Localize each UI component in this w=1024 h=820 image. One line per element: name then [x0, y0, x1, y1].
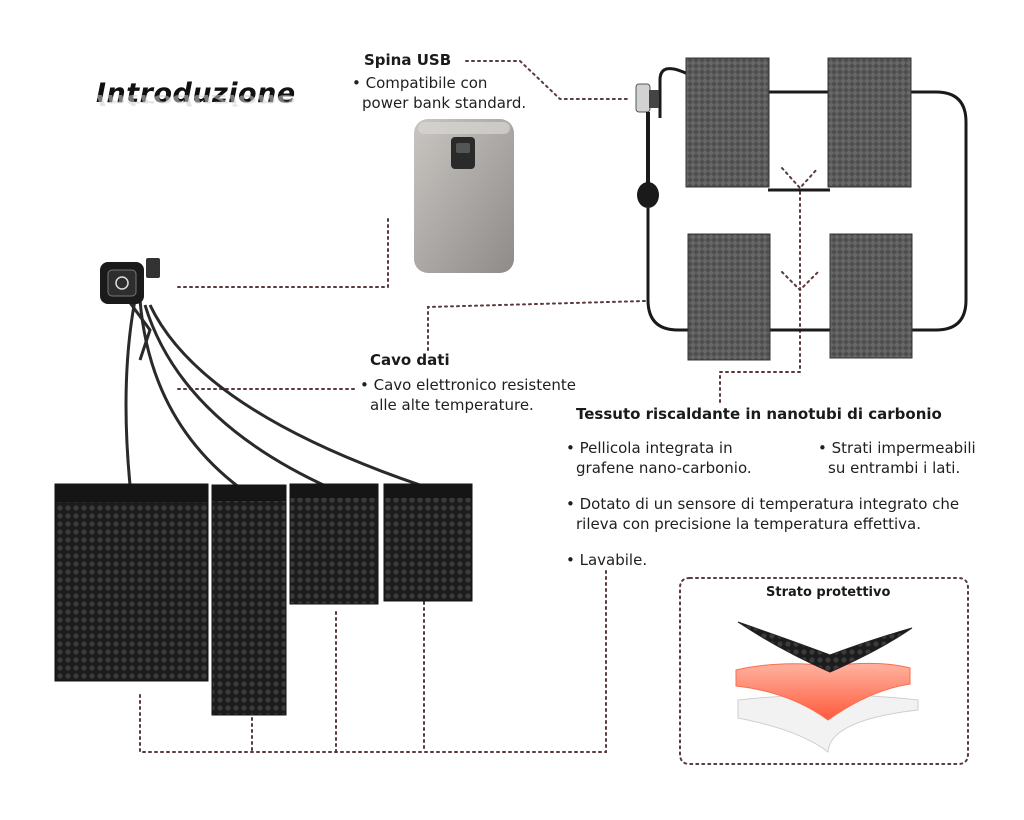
usb-heading: Spina USB [364, 51, 452, 69]
usb-line-1: Compatibile con [352, 74, 487, 92]
fabric-bullet-3-line-1: Dotato di un sensore di temperatura inte… [566, 495, 959, 513]
cable-line-1: Cavo elettronico resistente [360, 376, 576, 394]
fabric-heading: Tessuto riscaldante in nanotubi di carbo… [576, 405, 942, 423]
heating-pads-set-icon [54, 258, 473, 716]
protective-layer-heading: Strato protettivo [766, 585, 891, 600]
heating-pads-kit-icon [635, 57, 968, 361]
leader-lines [139, 60, 969, 765]
cable-line-2: alle alte temperature. [370, 396, 534, 414]
power-bank-icon [414, 119, 514, 273]
fabric-bullet-3: Dotato di un sensore di temperatura inte… [566, 494, 1006, 534]
fabric-bullet-1: Pellicola integrata in grafene nano-carb… [566, 438, 786, 478]
cable-description: Cavo elettronico resistente alle alte te… [360, 375, 600, 415]
fabric-bullet-2: Strati impermeabili su entrambi i lati. [818, 438, 998, 478]
fabric-bullet-4: Lavabile. [566, 550, 647, 570]
usb-description: Compatibile con power bank standard. [352, 73, 552, 113]
fabric-bullet-2-line-2: su entrambi i lati. [828, 459, 961, 477]
page-title-reflection: Introduzione [96, 90, 296, 108]
fabric-bullet-4-text: Lavabile. [566, 551, 647, 569]
page-title: Introduzione [96, 78, 296, 109]
fabric-bullet-1-line-2: grafene nano-carbonio. [576, 459, 752, 477]
usb-line-2: power bank standard. [362, 94, 527, 112]
fabric-bullet-3-line-2: rileva con precisione la temperatura eff… [576, 515, 921, 533]
fabric-bullet-2-line-1: Strati impermeabili [818, 439, 976, 457]
cable-heading: Cavo dati [370, 351, 450, 369]
fabric-bullet-1-line-1: Pellicola integrata in [566, 439, 733, 457]
protective-layers-icon [735, 621, 919, 753]
